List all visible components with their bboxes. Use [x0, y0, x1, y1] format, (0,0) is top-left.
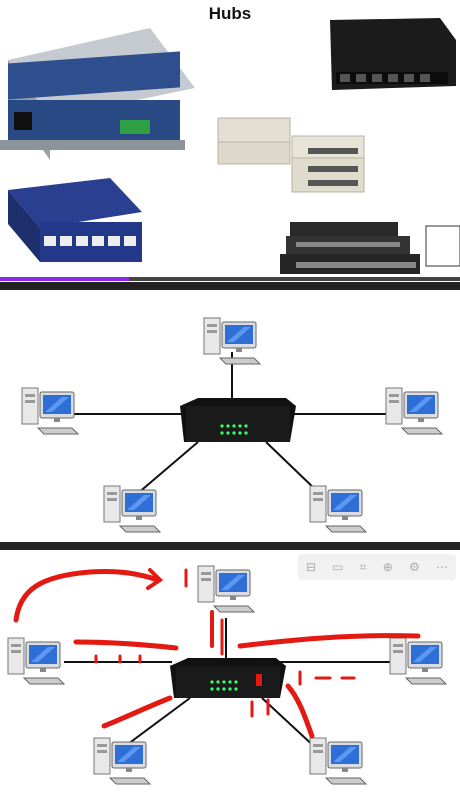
computer-left [21, 387, 80, 435]
stop-icon[interactable]: ⊟ [306, 560, 317, 574]
hubs-slide: Hubs [0, 0, 460, 282]
settings-icon[interactable]: ⚙ [408, 560, 420, 574]
computer-top [197, 565, 256, 613]
computer-left [7, 637, 66, 685]
page-icon[interactable]: ▭ [332, 560, 344, 574]
divider [0, 542, 460, 550]
beige-hubs-image [217, 117, 365, 193]
annotation-toolbar: ⊟ ▭ ⌗ ⊕ ⚙ ⋯ [298, 554, 456, 580]
blue-hub-image [8, 178, 142, 262]
annotated-topology-slide: ⊟ ▭ ⌗ ⊕ ⚙ ⋯ [0, 550, 460, 807]
star-topology-diagram [21, 317, 444, 533]
computer-top [203, 317, 262, 365]
zoom-icon[interactable]: ⊕ [382, 560, 393, 574]
red-annotations [13, 568, 421, 739]
video-progress-bar[interactable] [0, 277, 460, 281]
divider [0, 282, 460, 290]
computer-bottom-left [103, 485, 162, 533]
computer-bottom-right [309, 485, 368, 533]
central-hub [170, 658, 286, 698]
rack-hub-image [0, 28, 195, 160]
video-progress-fill [0, 277, 129, 281]
slide-title: Hubs [208, 4, 252, 23]
dark-switches-image [280, 222, 460, 274]
annotated-topology-diagram [7, 565, 448, 785]
hub-photos [0, 18, 460, 274]
computer-bottom-left [93, 737, 152, 785]
computer-right [389, 637, 448, 685]
crop-icon[interactable]: ⌗ [359, 559, 367, 574]
computer-right [385, 387, 444, 435]
black-hub-image [330, 18, 456, 90]
more-icon[interactable]: ⋯ [435, 560, 448, 574]
star-topology-slide [0, 290, 460, 542]
computer-bottom-right [309, 737, 368, 785]
central-hub [180, 398, 296, 442]
